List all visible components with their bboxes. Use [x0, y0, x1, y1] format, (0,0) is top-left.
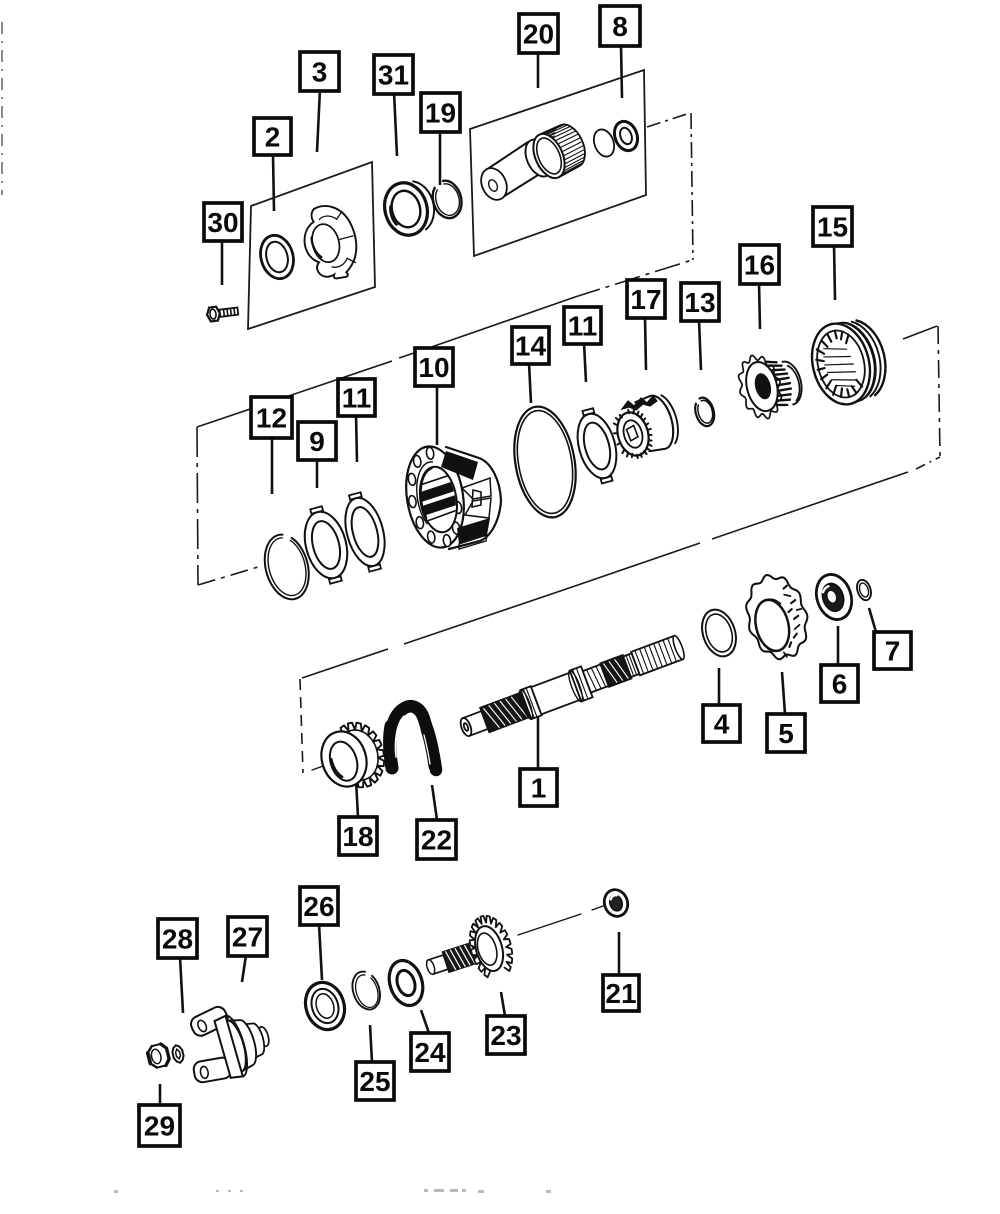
svg-text:12: 12	[256, 403, 287, 434]
svg-text:21: 21	[605, 978, 636, 1009]
svg-text:8: 8	[612, 11, 628, 42]
svg-text:18: 18	[342, 821, 373, 852]
svg-text:25: 25	[359, 1066, 390, 1097]
svg-text:19: 19	[425, 98, 456, 129]
svg-text:1: 1	[531, 773, 547, 804]
svg-text:5: 5	[778, 718, 794, 749]
svg-text:27: 27	[232, 922, 263, 953]
svg-text:2: 2	[265, 122, 281, 153]
svg-text:3: 3	[312, 57, 328, 88]
svg-text:14: 14	[515, 331, 547, 362]
svg-text:9: 9	[309, 426, 325, 457]
svg-text:7: 7	[885, 636, 901, 667]
svg-text:11: 11	[342, 383, 372, 414]
svg-text:11: 11	[568, 311, 598, 342]
svg-text:10: 10	[418, 352, 449, 383]
svg-text:24: 24	[414, 1037, 446, 1068]
svg-text:22: 22	[421, 825, 452, 856]
svg-text:26: 26	[303, 891, 334, 922]
svg-text:17: 17	[630, 284, 661, 315]
svg-text:6: 6	[832, 669, 848, 700]
svg-text:13: 13	[684, 287, 715, 318]
svg-text:16: 16	[744, 250, 775, 281]
svg-text:23: 23	[490, 1020, 521, 1051]
svg-text:15: 15	[817, 212, 848, 243]
svg-text:4: 4	[714, 709, 730, 740]
svg-text:28: 28	[162, 924, 193, 955]
svg-text:31: 31	[378, 60, 409, 91]
svg-text:30: 30	[207, 207, 238, 238]
svg-text:29: 29	[144, 1111, 175, 1142]
svg-text:20: 20	[523, 19, 554, 50]
